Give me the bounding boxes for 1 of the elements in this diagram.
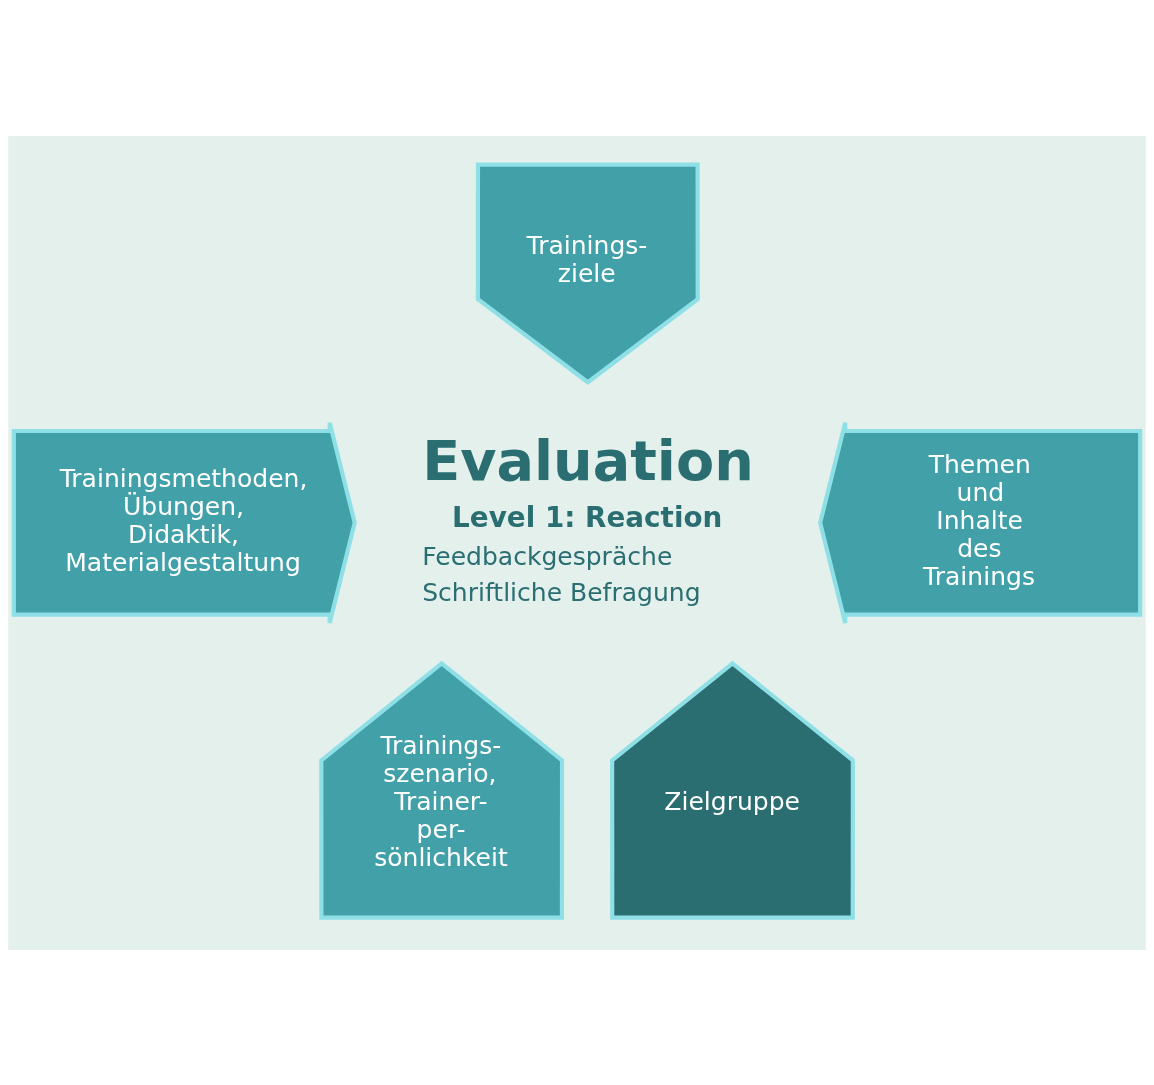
node-text: Evaluation Level 1: Reaction Feedbackgespräche Schriftliche Befragung xyxy=(422,427,754,607)
